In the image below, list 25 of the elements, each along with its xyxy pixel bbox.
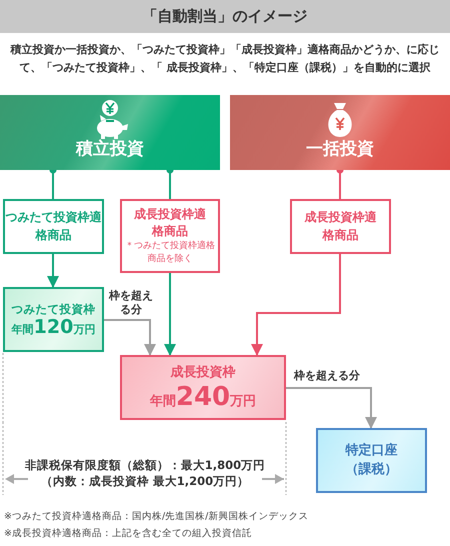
footnote: ※つみたて投資枠適格商品：国内株/先進国株/新興国株インデックス <box>4 511 310 524</box>
node-heading: 成長投資枠適格商品 <box>304 209 376 244</box>
edge-label: 枠を超える分 <box>294 369 360 384</box>
node-heading: 特定口座（課税） <box>344 442 398 478</box>
node-heading: 一括投資 <box>306 138 374 162</box>
node-note: ＊つみたて投資枠適格商品を除く <box>124 240 216 266</box>
title-banner: 「自動割当」のイメージ <box>0 0 450 33</box>
product-box <box>316 428 427 493</box>
node-heading: つみたて投資枠 <box>12 300 96 318</box>
intro-text: 積立投資か一括投資か、「つみたて投資枠」「成長投資枠」適格商品かどうか、に応じて、「つみたて投資枠」、「 成長投資枠」、「特定口座（課税）」を自動的に選択 <box>9 42 440 76</box>
allowance-box <box>3 287 104 352</box>
category-header <box>230 95 450 170</box>
category-header <box>0 95 220 170</box>
node-heading: 成長投資枠 <box>170 364 236 382</box>
footnote: ※成長投資枠適格商品：上記を含む全ての組入投資信託 <box>4 528 253 541</box>
allowance-note: 非課税保有限度額（総額）：最大1,800万円 <box>24 458 266 474</box>
allowance-amount: 年間120万円 <box>12 317 96 338</box>
node-heading: 成長投資枠適格商品 <box>134 206 206 240</box>
node-heading: つみたて投資枠適格商品 <box>6 209 102 244</box>
product-box <box>290 199 391 254</box>
node-heading: 積立投資 <box>76 138 144 162</box>
product-box <box>120 199 220 273</box>
allowance-amount: 年間240万円 <box>150 382 256 412</box>
allowance-box <box>120 355 286 420</box>
product-box <box>3 199 104 254</box>
